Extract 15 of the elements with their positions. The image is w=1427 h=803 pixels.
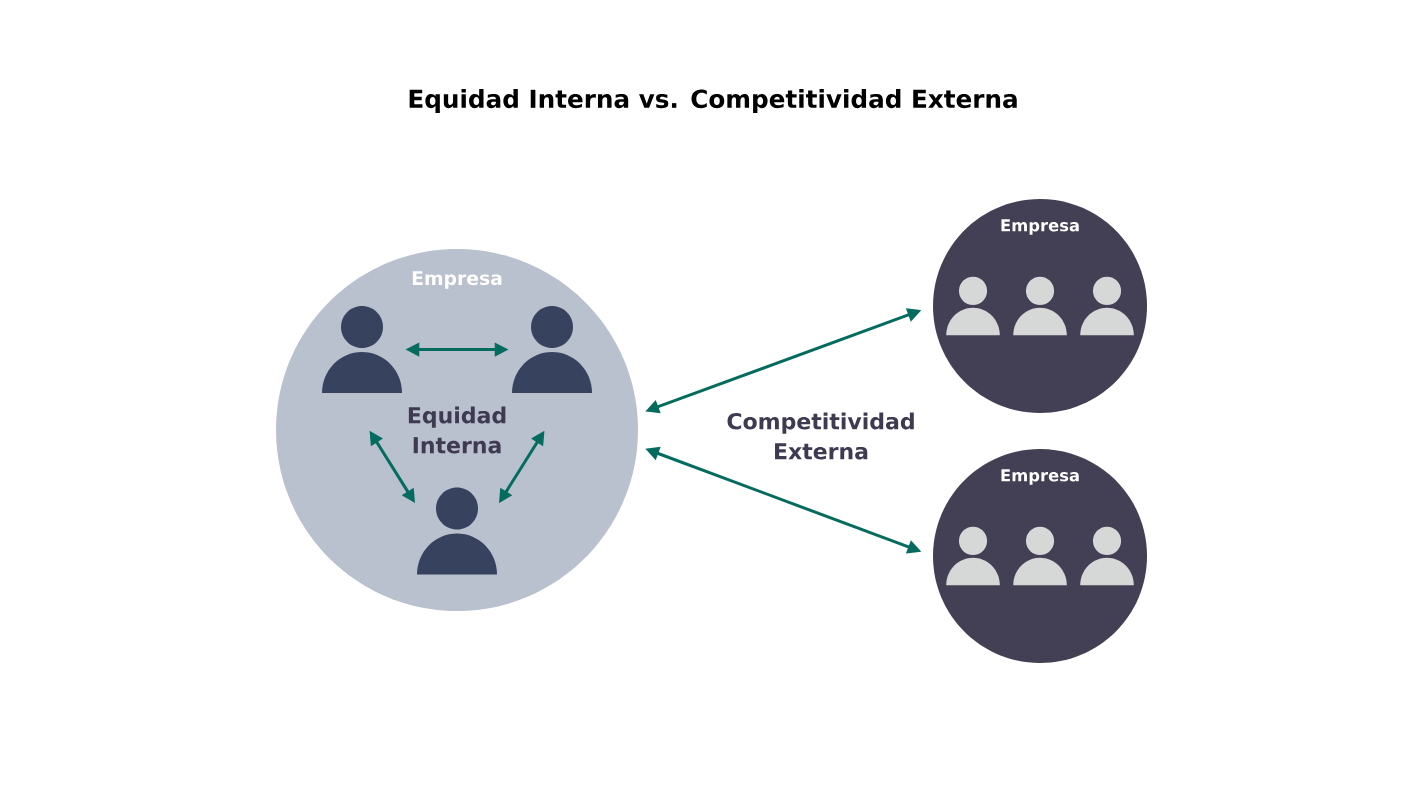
person-icon [946, 276, 1000, 336]
person-icon [1080, 526, 1134, 586]
person-icon [1013, 276, 1067, 336]
circle-heading: Empresa [1001, 219, 1079, 235]
person-icon [512, 306, 592, 393]
circle-heading: Empresa [1001, 469, 1079, 485]
circle-heading: Empresa [412, 271, 502, 289]
center-label: Equidad Interna [408, 406, 506, 454]
person-icon [1080, 276, 1134, 336]
side-label: Competitividad Externa [727, 412, 914, 460]
person-icon [1013, 526, 1067, 586]
title: Equidad Interna vs. Competitividad Externa [409, 89, 1017, 113]
person-icon [417, 487, 497, 575]
person-icon [322, 306, 402, 393]
person-icon [946, 526, 1000, 586]
